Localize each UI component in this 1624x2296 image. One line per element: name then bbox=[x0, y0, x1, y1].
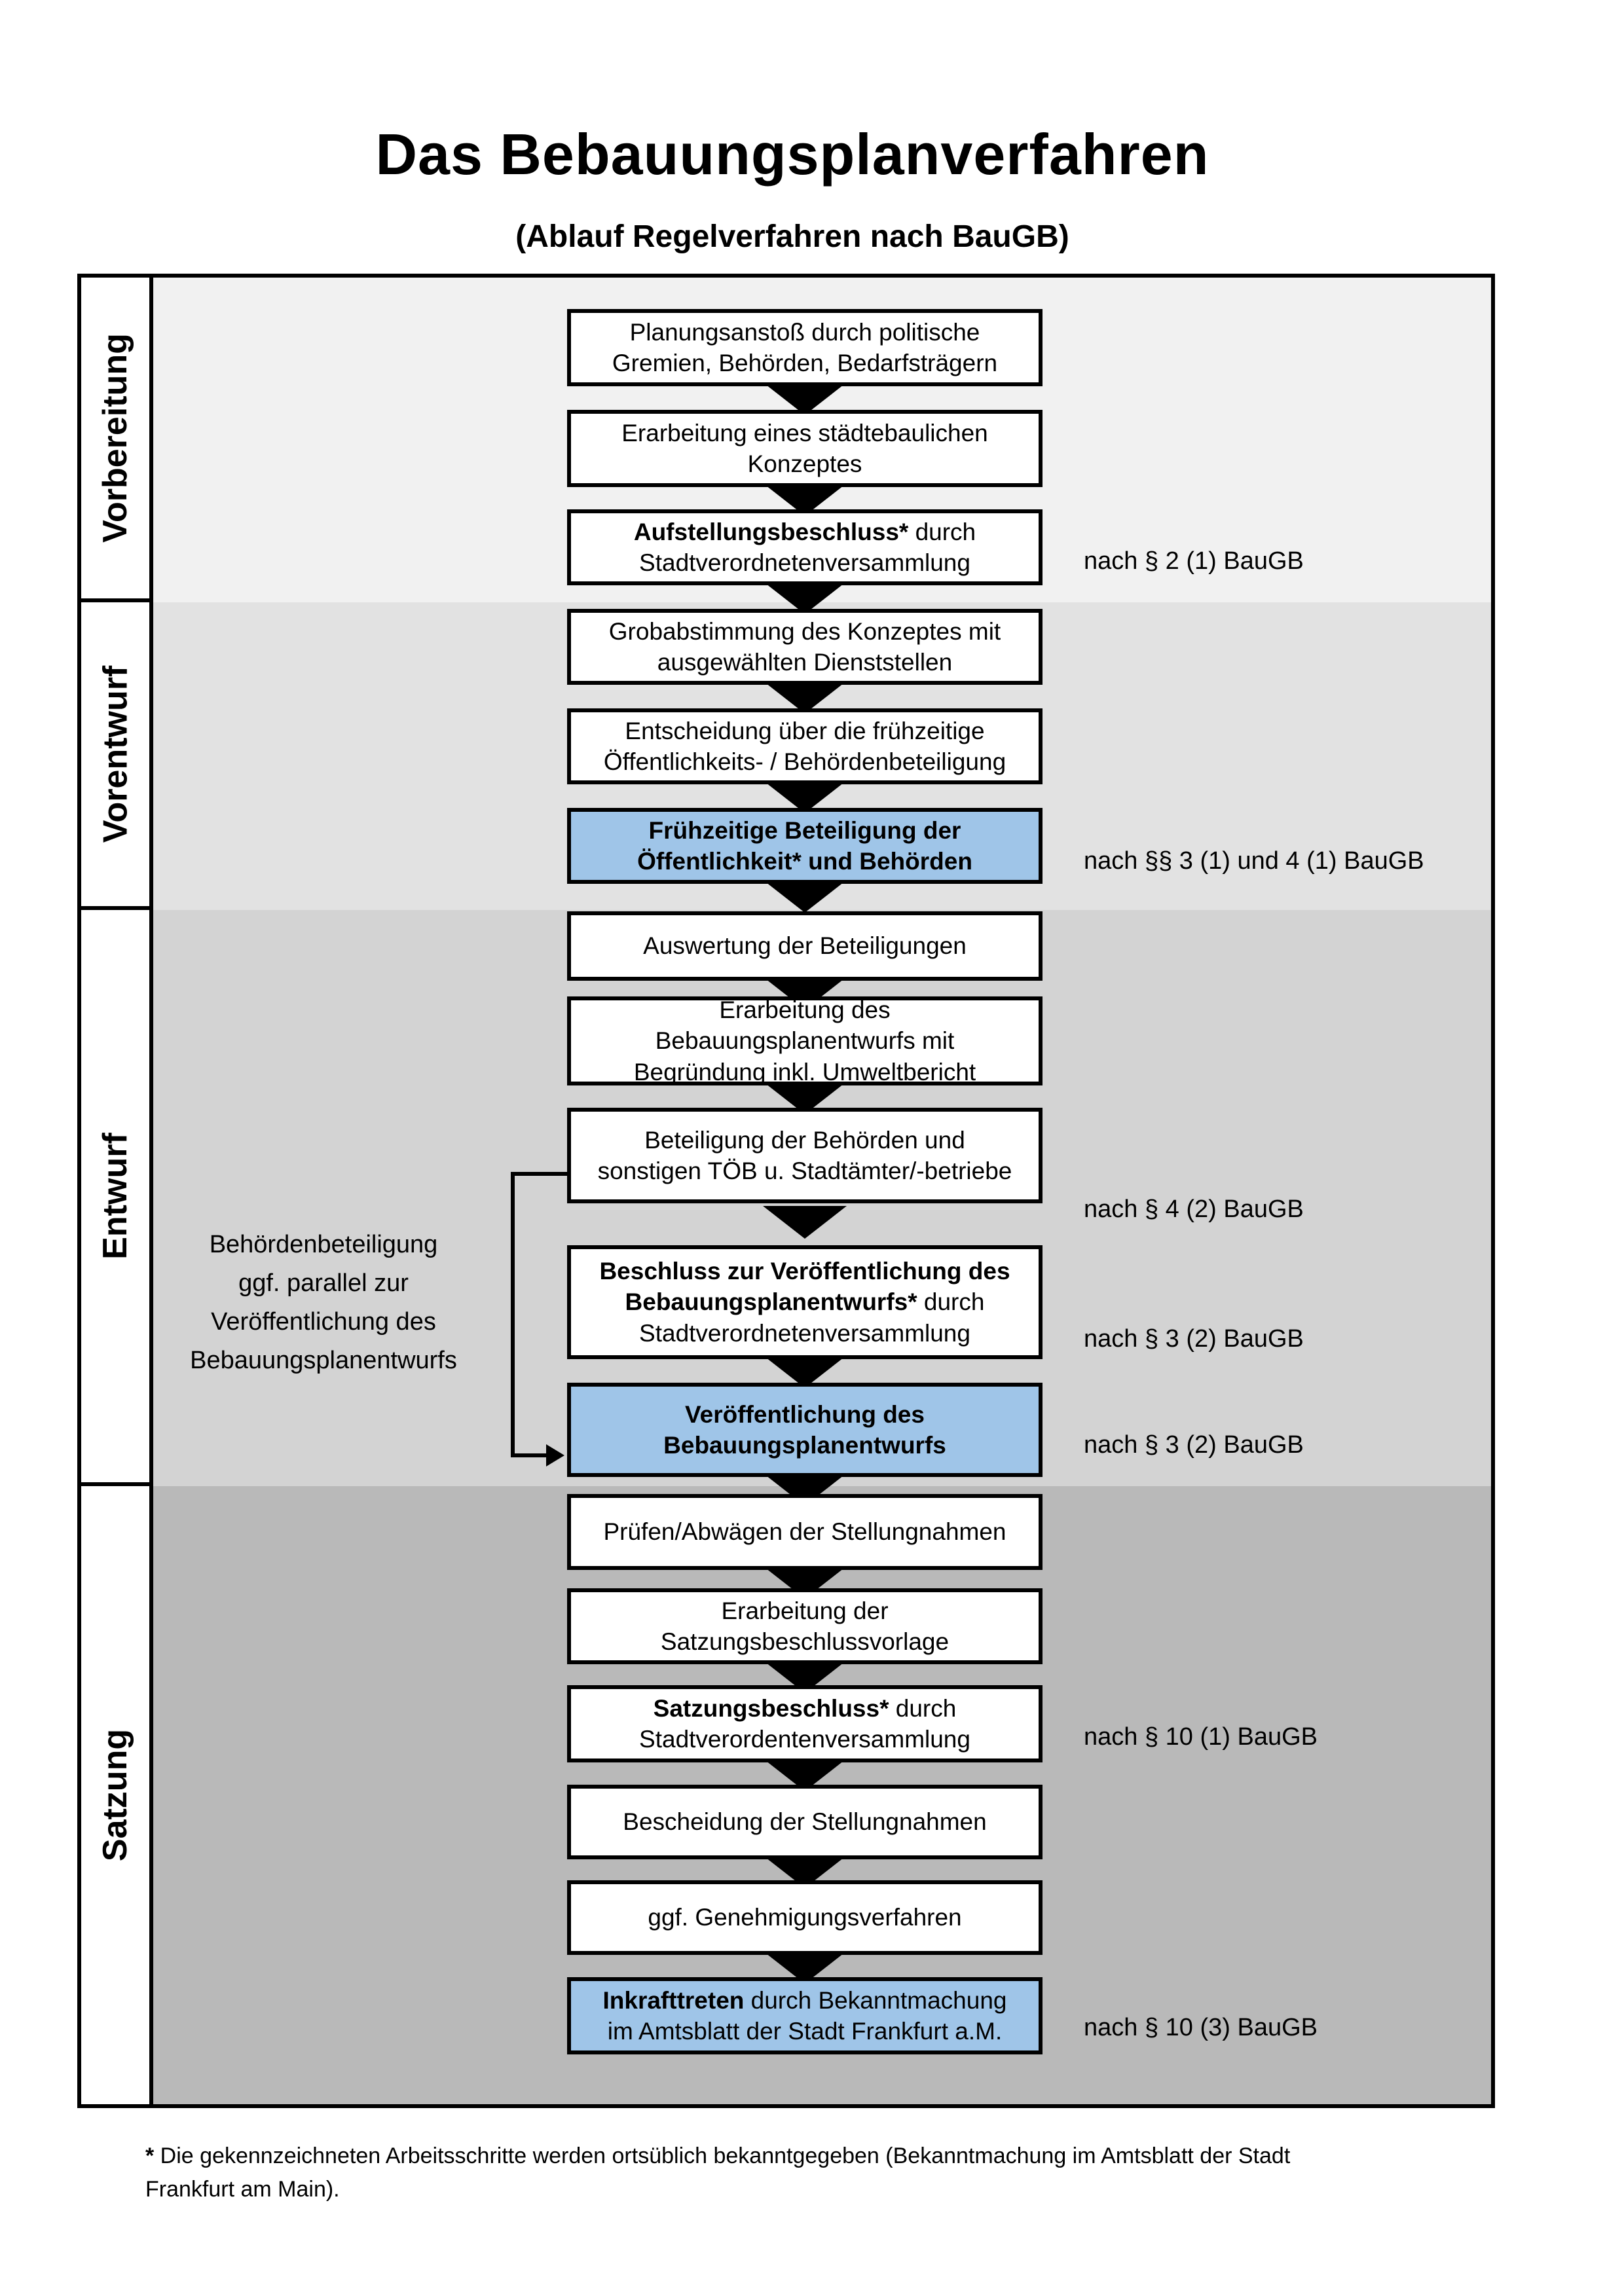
step-text: Frühzeitige Beteiligung der Öffentlichke… bbox=[637, 816, 972, 875]
phase-label: Satzung bbox=[96, 1728, 134, 1862]
step-text: Prüfen/Abwägen der Stellungnahmen bbox=[603, 1518, 1006, 1546]
arrow-down-icon bbox=[763, 681, 847, 714]
step-text: ggf. Genehmigungsverfahren bbox=[648, 1904, 962, 1931]
connector-arrowhead-icon bbox=[546, 1444, 564, 1467]
step-text: Erarbeitung der Satzungsbeschlussvorlage bbox=[660, 1597, 950, 1655]
step-box-highlighted: Frühzeitige Beteiligung der Öffentlichke… bbox=[567, 808, 1043, 884]
arrow-down-icon bbox=[763, 780, 847, 813]
step-box: Planungsanstoß durch politische Gremien,… bbox=[567, 309, 1043, 386]
step-box: ggf. Genehmigungsverfahren bbox=[567, 1880, 1043, 1955]
step-box: Satzungsbeschluss* durch Stadtverordente… bbox=[567, 1685, 1043, 1762]
step-box-highlighted: Veröffentlichung des Bebauungsplanentwur… bbox=[567, 1383, 1043, 1477]
step-text: Satzungsbeschluss* durch Stadtverordente… bbox=[639, 1694, 970, 1753]
phase-label: Vorentwurf bbox=[96, 665, 134, 843]
phase-label: Vorbereitung bbox=[96, 333, 134, 543]
step-box: Prüfen/Abwägen der Stellungnahmen bbox=[567, 1494, 1043, 1570]
phase-cell-entwurf: Entwurf bbox=[81, 910, 153, 1486]
legal-note: nach § 3 (2) BauGB bbox=[1084, 1325, 1304, 1353]
step-box: Grobabstimmung des Konzeptes mit ausgewä… bbox=[567, 609, 1043, 685]
connector-line-vertical bbox=[511, 1172, 515, 1457]
step-box: Erarbeitung der Satzungsbeschlussvorlage bbox=[567, 1588, 1043, 1664]
step-text: Entscheidung über die frühzeitige Öffent… bbox=[603, 717, 1006, 775]
arrow-down-icon bbox=[763, 581, 847, 614]
connector-line-top bbox=[511, 1172, 567, 1176]
step-box: Aufstellungsbeschluss* durch Stadtverord… bbox=[567, 509, 1043, 585]
step-text: Aufstellungsbeschluss* durch Stadtverord… bbox=[633, 518, 976, 576]
footnote: * Die gekennzeichneten Arbeitsschritte w… bbox=[145, 2140, 1521, 2206]
connector-line-bottom bbox=[511, 1453, 549, 1457]
legal-note: nach § 10 (1) BauGB bbox=[1084, 1723, 1318, 1751]
step-box: Beschluss zur Veröffentlichung des Bebau… bbox=[567, 1245, 1043, 1359]
step-box: Beteiligung der Behörden und sonstigen T… bbox=[567, 1108, 1043, 1203]
legal-note: nach §§ 3 (1) und 4 (1) BauGB bbox=[1084, 847, 1424, 875]
step-box: Auswertung der Beteiligungen bbox=[567, 911, 1043, 981]
phase-cell-satzung: Satzung bbox=[81, 1486, 153, 2104]
step-box: Erarbeitung des Bebauungsplanentwurfs mi… bbox=[567, 996, 1043, 1085]
page-subtitle: (Ablauf Regelverfahren nach BauGB) bbox=[515, 219, 1069, 254]
legal-note: nach § 10 (3) BauGB bbox=[1084, 2014, 1318, 2041]
step-text: Beschluss zur Veröffentlichung des Bebau… bbox=[599, 1257, 1010, 1347]
step-box: Entscheidung über die frühzeitige Öffent… bbox=[567, 708, 1043, 784]
step-box: Bescheidung der Stellungnahmen bbox=[567, 1785, 1043, 1859]
step-text: Inkrafttreten durch Bekanntmachung im Am… bbox=[602, 1986, 1007, 2045]
phase-cell-vorbereitung: Vorbereitung bbox=[81, 278, 153, 602]
process-table: Vorbereitung Vorentwurf Entwurf Satzung … bbox=[77, 274, 1495, 2108]
step-text: Bescheidung der Stellungnahmen bbox=[623, 1808, 987, 1836]
footnote-marker: * bbox=[145, 2143, 155, 2168]
phase-cell-vorentwurf: Vorentwurf bbox=[81, 602, 153, 910]
legal-note: nach § 2 (1) BauGB bbox=[1084, 547, 1304, 575]
arrow-down-icon bbox=[763, 1355, 847, 1388]
step-text: Beteiligung der Behörden und sonstigen T… bbox=[597, 1126, 1012, 1184]
side-note: Behördenbeteiligung ggf. parallel zur Ve… bbox=[190, 1231, 457, 1374]
step-text: Auswertung der Beteiligungen bbox=[643, 932, 967, 960]
phase-label: Entwurf bbox=[96, 1133, 134, 1260]
arrow-down-icon bbox=[763, 382, 847, 415]
legal-note: nach § 4 (2) BauGB bbox=[1084, 1195, 1304, 1223]
page-title: Das Bebauungsplanverfahren bbox=[375, 122, 1209, 187]
legal-note: nach § 3 (2) BauGB bbox=[1084, 1431, 1304, 1459]
step-text: Erarbeitung des Bebauungsplanentwurfs mi… bbox=[633, 996, 976, 1085]
arrow-down-icon bbox=[763, 880, 847, 913]
step-box: Erarbeitung eines städtebaulichen Konzep… bbox=[567, 410, 1043, 487]
step-text: Planungsanstoß durch politische Gremien,… bbox=[612, 318, 998, 376]
step-text: Erarbeitung eines städtebaulichen Konzep… bbox=[621, 419, 988, 477]
step-box-highlighted: Inkrafttreten durch Bekanntmachung im Am… bbox=[567, 1977, 1043, 2054]
footnote-text: Die gekennzeichneten Arbeitsschritte wer… bbox=[145, 2143, 1291, 2202]
step-text: Grobabstimmung des Konzeptes mit ausgewä… bbox=[608, 617, 1001, 676]
arrow-down-icon bbox=[763, 1206, 847, 1239]
step-text: Veröffentlichung des Bebauungsplanentwur… bbox=[663, 1400, 946, 1459]
